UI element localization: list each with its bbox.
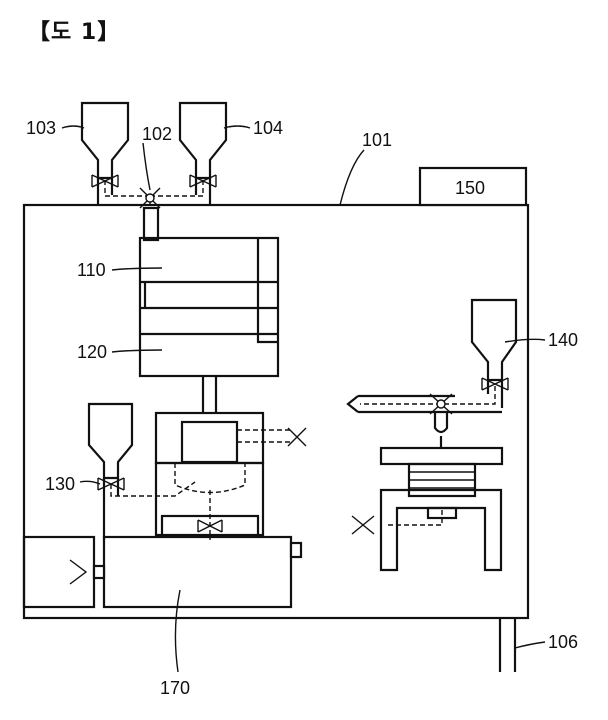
unit-170 bbox=[102, 535, 293, 609]
label-106: 106 bbox=[548, 632, 578, 652]
controller-box-150 bbox=[418, 166, 528, 207]
hopper-103 bbox=[80, 101, 130, 180]
feed-outlet bbox=[346, 395, 359, 413]
leader-170 bbox=[174, 589, 181, 673]
label-104: 104 bbox=[253, 118, 283, 138]
nozzle bbox=[433, 412, 449, 434]
label-103: 103 bbox=[26, 118, 56, 138]
unit-170-port bbox=[289, 541, 303, 559]
valve-lower bbox=[197, 519, 223, 533]
mid-vent-pipe bbox=[237, 429, 290, 443]
label-110: 110 bbox=[77, 260, 106, 280]
leader-106 bbox=[514, 641, 546, 649]
mid-block bbox=[154, 411, 265, 465]
valve-frame bbox=[351, 515, 375, 535]
leader-102 bbox=[142, 142, 151, 191]
press-frame bbox=[379, 488, 503, 572]
housing-101 bbox=[22, 203, 530, 620]
valve-102 bbox=[139, 187, 161, 209]
label-170: 170 bbox=[160, 678, 190, 698]
valve-right bbox=[429, 393, 453, 415]
label-130: 130 bbox=[45, 474, 75, 494]
hopper-130 bbox=[87, 402, 134, 480]
label-102: 102 bbox=[142, 124, 172, 144]
leader-120 bbox=[111, 349, 163, 353]
side-box bbox=[22, 535, 96, 609]
hopper-104 bbox=[178, 101, 228, 180]
leader-130 bbox=[79, 480, 101, 485]
label-101: 101 bbox=[362, 130, 392, 150]
leader-103 bbox=[61, 125, 85, 129]
manifold-102-left bbox=[104, 180, 151, 215]
leader-110 bbox=[111, 267, 163, 271]
feed-tube bbox=[142, 206, 160, 242]
leader-104 bbox=[223, 125, 251, 129]
side-arrow bbox=[69, 559, 88, 585]
valve-140 bbox=[481, 377, 509, 391]
press-plate bbox=[379, 446, 504, 466]
hopper-140 bbox=[470, 298, 518, 382]
mid-chamber bbox=[180, 420, 239, 464]
side-channel bbox=[256, 238, 278, 344]
pipe-140-dashed bbox=[360, 386, 496, 405]
label-140: 140 bbox=[548, 330, 578, 350]
figure-title: 【도 1】 bbox=[28, 20, 121, 45]
label-120: 120 bbox=[77, 342, 107, 362]
valve-mid bbox=[287, 427, 307, 447]
pipe-130-dashed bbox=[110, 481, 196, 497]
label-150: 150 bbox=[455, 178, 485, 198]
side-connector bbox=[92, 564, 106, 580]
horizontal-feed bbox=[358, 394, 502, 414]
manifold-102-right bbox=[150, 180, 204, 197]
leader-101 bbox=[339, 149, 365, 206]
leader-140 bbox=[504, 338, 546, 343]
frame-pipe-dashed bbox=[385, 510, 443, 526]
